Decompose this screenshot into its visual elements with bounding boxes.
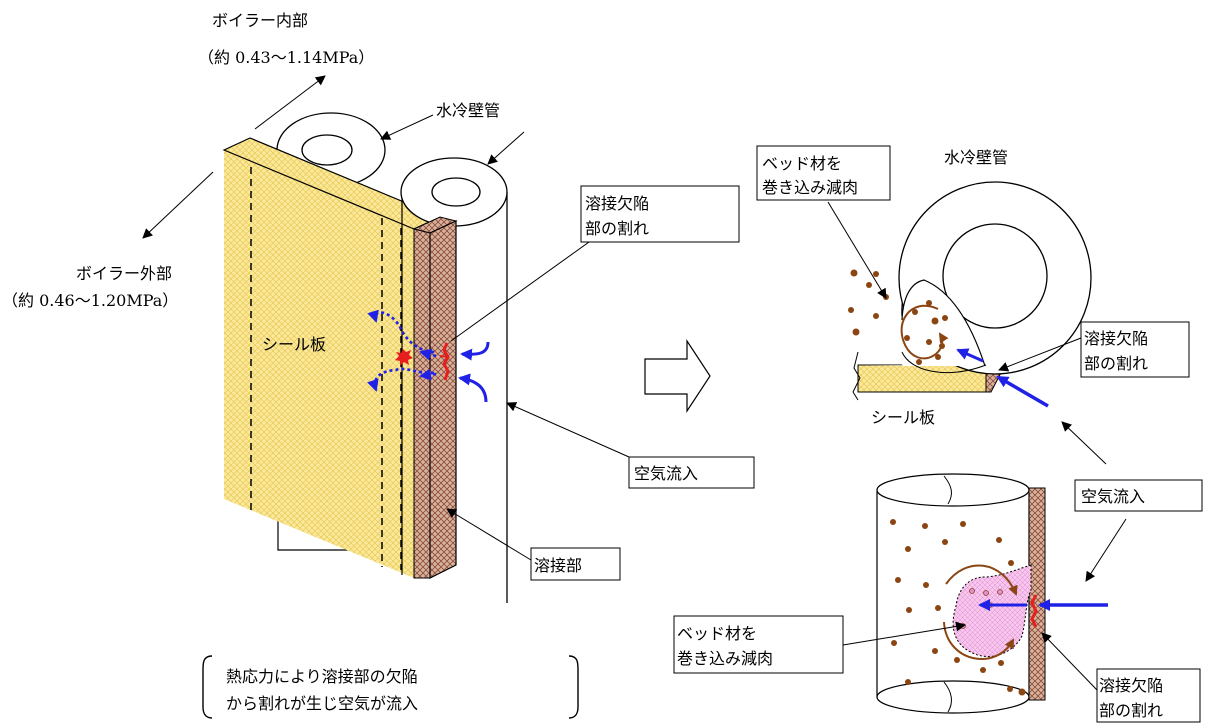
cross-air-inflow-short: [956, 348, 984, 363]
air-inflow-callout: 空気流入: [628, 456, 755, 489]
air-inflow-arrow-top: [460, 341, 490, 361]
air-pointer: [506, 402, 630, 458]
side-swirl-upper: [945, 564, 1018, 596]
leak-burst: [395, 349, 413, 366]
left-tube-label: 水冷壁管: [436, 101, 500, 120]
tube-pointer-1: [380, 114, 434, 140]
side-bed-particles: [890, 519, 1026, 696]
bed-particles: [848, 269, 948, 365]
cross-seal-label: シール板: [871, 408, 935, 427]
weld-pointer: [446, 508, 532, 561]
cross-tube-inner: [942, 223, 1048, 329]
svg-text:部の割れ: 部の割れ: [585, 219, 649, 238]
svg-text:ベッド材を: ベッド材を: [677, 624, 757, 643]
svg-text:ベッド材を: ベッド材を: [762, 154, 842, 173]
svg-text:溶接欠陥: 溶接欠陥: [1084, 329, 1148, 348]
weld-crack-callout: 溶接欠陥 部の割れ: [580, 185, 740, 243]
crack-mark: [442, 342, 450, 381]
svg-text:空気流入: 空気流入: [1081, 487, 1145, 506]
side-air-callout: [1074, 479, 1203, 512]
svg-text:溶接部: 溶接部: [534, 556, 582, 575]
svg-text:溶接欠陥: 溶接欠陥: [585, 194, 649, 213]
tube-pointer-2: [487, 131, 525, 165]
seal-plate-face: [224, 150, 414, 578]
svg-text:空気流入: 空気流入: [634, 464, 698, 483]
boiler-inside-label: ボイラー内部: [212, 11, 308, 30]
tube-side-view: 空気流入 ベッド材を 巻き込み減肉 溶接欠陥 部の割れ: [673, 421, 1203, 723]
front-tube: [400, 157, 508, 603]
crack-pointer: [450, 236, 597, 342]
cross-section-view: ベッド材を 巻き込み減肉 水冷壁管 溶接欠陥 部の割れ シール板: [756, 145, 1190, 427]
svg-text:部の割れ: 部の割れ: [1099, 701, 1163, 720]
transition-arrow: [644, 338, 711, 414]
caption-bracket: 熱応力により溶接部の欠陥 から割れが生じ空気が流入: [202, 655, 579, 719]
svg-text:溶接欠陥: 溶接欠陥: [1099, 676, 1163, 695]
caption-line-2: から割れが生じ空気が流入: [226, 694, 418, 713]
boiler-inside-pressure: （約 0.43～1.14MPa）: [198, 48, 374, 67]
caption-line-1: 熱応力により溶接部の欠陥: [226, 667, 418, 686]
side-swirl-lower: [943, 621, 1014, 660]
outside-direction-arrow: [142, 171, 214, 239]
left-3d-view: [142, 75, 630, 603]
cross-tube-label: 水冷壁管: [944, 148, 1008, 167]
weld-strip: [412, 216, 458, 579]
svg-text:部の割れ: 部の割れ: [1084, 354, 1148, 373]
weld-part-callout: 溶接部: [530, 547, 621, 581]
svg-text:巻き込み減肉: 巻き込み減肉: [677, 649, 773, 668]
cross-air-inflow-long: [996, 375, 1049, 408]
bed-swirl-arrow: [900, 304, 949, 360]
cross-weld-crack-callout: [1080, 321, 1190, 378]
boiler-outside-pressure: （約 0.46～1.20MPa）: [2, 291, 178, 310]
seal-plate-label: シール板: [262, 335, 326, 354]
air-inflow-arrow-bottom: [458, 373, 488, 403]
inside-direction-arrow: [254, 75, 326, 130]
svg-text:巻き込み減肉: 巻き込み減肉: [762, 178, 858, 197]
side-weld-crack-callout: [1096, 668, 1201, 723]
side-weld-strip: [1028, 487, 1046, 701]
boiler-outside-label: ボイラー外部: [76, 264, 172, 283]
cross-bed-callout: [756, 145, 891, 201]
side-bed-callout: [673, 615, 844, 674]
